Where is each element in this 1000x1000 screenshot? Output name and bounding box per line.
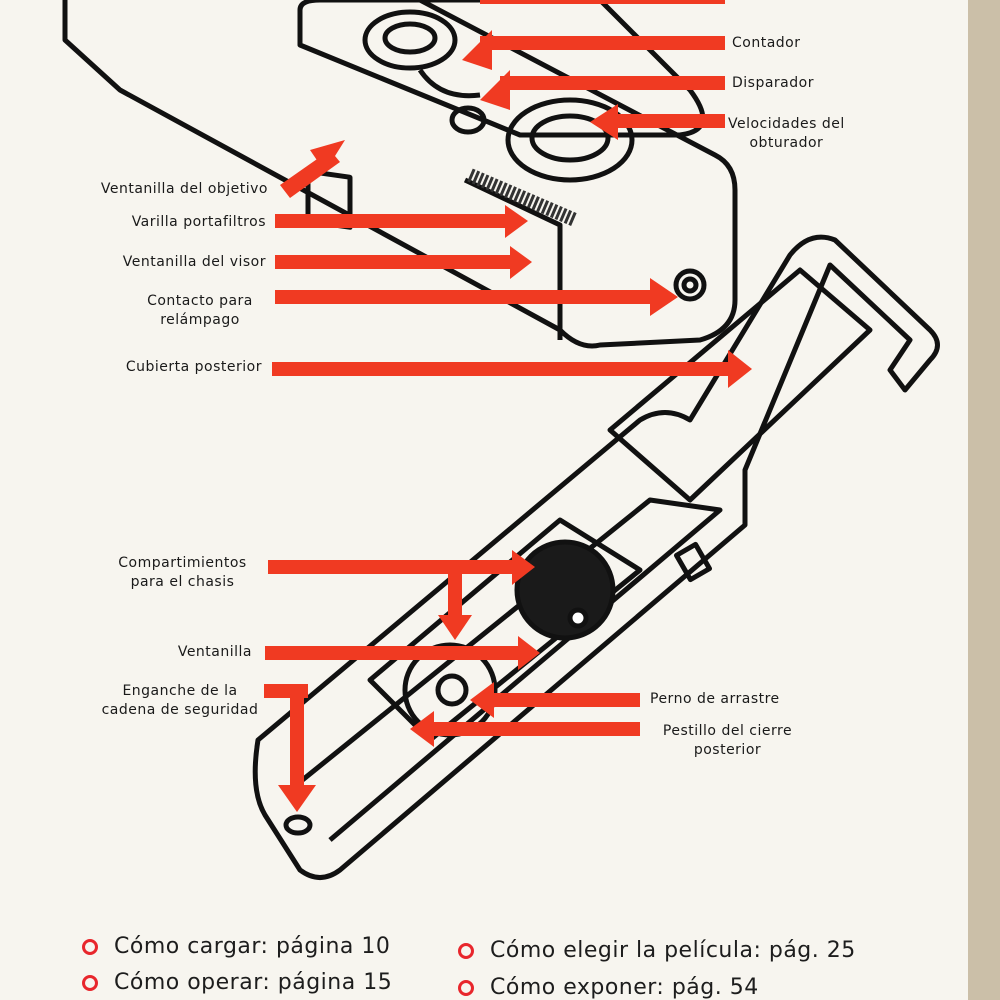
footer-item: Cómo elegir la película: pág. 25 bbox=[458, 938, 856, 963]
bullet-icon bbox=[458, 943, 474, 959]
label-compartimientos: Compartimientos para el chasis bbox=[100, 554, 265, 592]
bullet-icon bbox=[458, 980, 474, 996]
footer-text: Cómo elegir la película: pág. 25 bbox=[490, 938, 856, 963]
bullet-icon bbox=[82, 939, 98, 955]
footer-item: Cómo exponer: pág. 54 bbox=[458, 975, 759, 1000]
label-ventanilla-objetivo: Ventanilla del objetivo bbox=[100, 181, 268, 197]
footer-text: Cómo operar: página 15 bbox=[114, 970, 393, 995]
label-disparador: Disparador bbox=[732, 75, 814, 91]
flash-contact bbox=[673, 268, 707, 302]
label-contacto-relampago: Contacto para relámpago bbox=[130, 292, 270, 330]
label-contacto-line2: relámpago bbox=[160, 312, 240, 328]
label-perno-arrastre: Perno de arrastre bbox=[650, 691, 780, 707]
page-edge bbox=[968, 0, 1000, 1000]
label-enganche-line1: Enganche de la bbox=[122, 683, 238, 699]
label-contacto-line1: Contacto para bbox=[147, 293, 253, 309]
back-cover bbox=[607, 267, 873, 503]
shutter-speed-dial bbox=[505, 97, 635, 183]
label-enganche-line2: cadena de seguridad bbox=[101, 702, 259, 718]
label-pestillo-line1: Pestillo del cierre bbox=[662, 723, 793, 739]
label-compartimientos-line1: Compartimientos bbox=[118, 555, 247, 571]
label-contador: Contador bbox=[732, 35, 801, 51]
label-varilla-portafiltros: Varilla portafiltros bbox=[131, 214, 266, 230]
counter-dial bbox=[362, 9, 458, 71]
camera-body-top bbox=[62, 0, 738, 349]
label-velocidades-line1: Velocidades del bbox=[728, 116, 845, 132]
footer-text: Cómo exponer: pág. 54 bbox=[490, 975, 759, 1000]
footer-item: Cómo operar: página 15 bbox=[82, 970, 392, 995]
label-velocidades-obturador: Velocidades del obturador bbox=[728, 115, 845, 153]
label-enganche: Enganche de la cadena de seguridad bbox=[95, 682, 265, 720]
label-compartimientos-line2: para el chasis bbox=[130, 574, 235, 590]
label-pestillo-line2: posterior bbox=[693, 742, 762, 758]
label-ventanilla: Ventanilla bbox=[177, 644, 252, 660]
shutter-button bbox=[449, 105, 487, 135]
footer-item: Cómo cargar: página 10 bbox=[82, 934, 390, 959]
label-ventanilla-visor: Ventanilla del visor bbox=[122, 254, 266, 270]
page bbox=[0, 0, 968, 1000]
camera-top-panel bbox=[297, 0, 706, 138]
label-velocidades-line2: obturador bbox=[749, 135, 824, 151]
label-pestillo: Pestillo del cierre posterior bbox=[645, 722, 810, 760]
footer-text: Cómo cargar: página 10 bbox=[114, 934, 391, 959]
label-cubierta-posterior: Cubierta posterior bbox=[125, 359, 262, 375]
arrows bbox=[264, 0, 752, 812]
bullet-icon bbox=[82, 975, 98, 991]
film-chamber bbox=[514, 539, 616, 641]
